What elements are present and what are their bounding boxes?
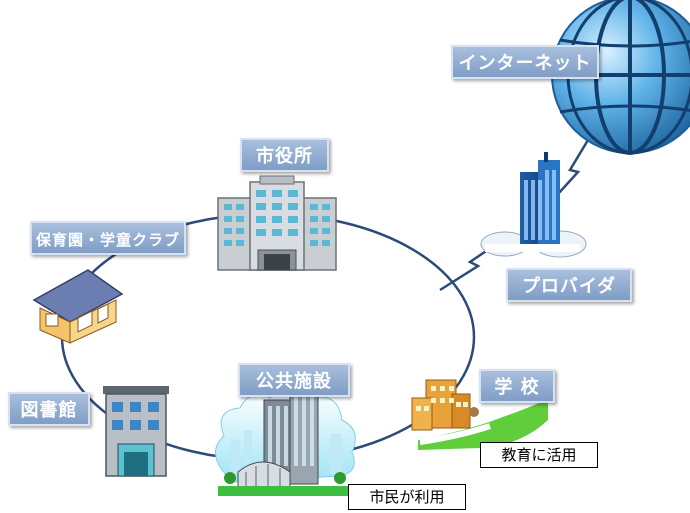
city-hall-label: 市役所 (240, 138, 329, 172)
public-facility-building-icon (215, 388, 356, 496)
internet-link-upper (547, 139, 590, 206)
library-building-icon (103, 386, 169, 477)
provider-label: プロバイダ (506, 268, 632, 302)
education-note: 教育に活用 (480, 442, 598, 468)
internet-label: インターネット (451, 45, 599, 79)
nursery-house-icon (32, 269, 124, 344)
provider-building-icon (480, 152, 587, 258)
public-facility-label: 公共施設 (238, 363, 350, 397)
library-label: 図書館 (8, 392, 90, 426)
citizens-note: 市民が利用 (348, 484, 466, 510)
nursery-label: 保育園・学童クラブ (30, 221, 186, 255)
city-hall-building-icon (217, 175, 337, 271)
school-building-icon (411, 379, 548, 450)
internet-link-lower (439, 243, 496, 292)
school-label: 学 校 (479, 369, 555, 403)
